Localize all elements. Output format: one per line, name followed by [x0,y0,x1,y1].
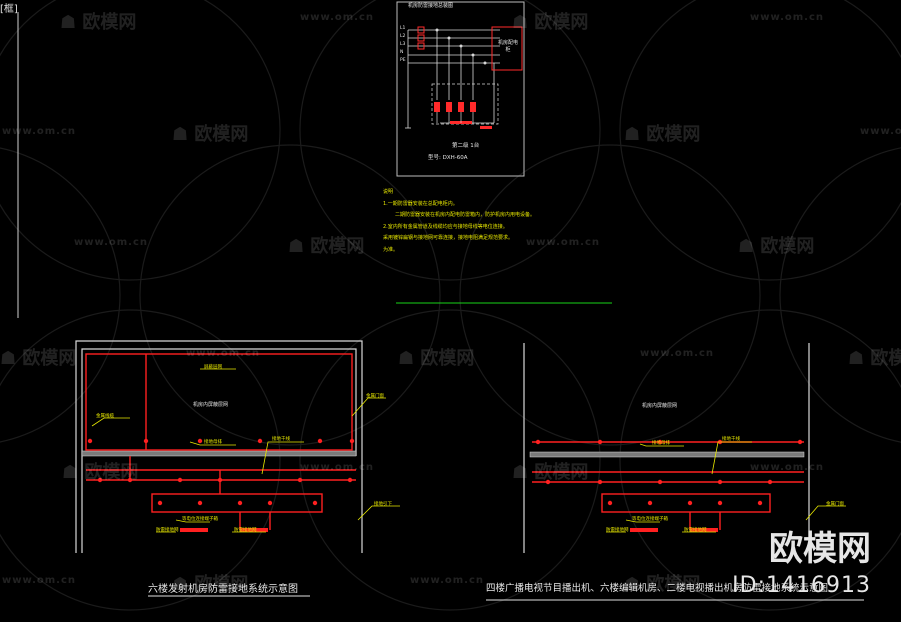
watermark-url: www.om.cn [300,462,375,473]
watermark-logo-text: 欧模网 [646,574,701,595]
plan-right-callout: 防雷接地网 [684,528,707,533]
watermark-url: www.om.cn [750,12,825,23]
watermark-url: www.om.cn [410,575,485,586]
watermark-logo-icon: ☗ [398,348,415,369]
watermark-logo-text: 欧模网 [420,348,475,369]
brand-id: ID:1416913 [732,573,871,598]
notes-line: 1.一期防雷器安装在总配电柜内。 [383,200,458,207]
plan-left-callout: 接地引下 [374,502,392,507]
schematic-device-label: 机房配电柜 [497,40,518,53]
notes-line: 2.室内所有金属管道及线缆均应与接地母线等电位连接。 [383,223,508,230]
watermark-logo: ☗ 欧模网 [398,344,474,370]
watermark-logo-text: 欧模网 [534,12,589,33]
watermark-logo: ☗ 欧模网 [738,232,814,258]
plan-left-callout: 接地干线 [272,437,290,442]
watermark-url: www.om.cn [860,126,901,137]
watermark-logo: ☗ 欧模网 [0,344,76,370]
brand-logo-text: 欧模网 [769,529,871,569]
plan-left-callout: 防雷接地网 [156,528,179,533]
watermark-logo-icon: ☗ [512,12,529,33]
plan-right-callout: 接地母排 [652,441,670,446]
watermark-logo-icon: ☗ [60,12,77,33]
corner-tag: [框] [0,4,18,15]
watermark-logo: ☗ 欧模网 [288,232,364,258]
watermark-logo-text: 欧模网 [84,462,139,483]
plan-right-callout: 金属门窗 [826,502,844,507]
watermark-url: www.om.cn [640,348,715,359]
plan-right-callout: 防雷接地网 [606,528,629,533]
watermark-logo: ☗ 欧模网 [172,120,248,146]
watermark-logo-text: 欧模网 [194,574,249,595]
bus-label: N [400,50,404,55]
bus-label: L3 [400,42,406,47]
plan-left-callout: 防雷接地网 [234,528,257,533]
plan-left-callout: 接地母排 [204,440,222,445]
plan-left-room-label: 机房内屏蔽层网 [193,402,229,408]
watermark-logo-icon: ☗ [624,574,641,595]
watermark-url: www.om.cn [750,462,825,473]
watermark-logo-icon: ☗ [738,236,755,257]
plan-left-callout: 金属线缆 [96,414,114,419]
watermark-logo-text: 欧模网 [22,348,77,369]
plan-right-drawing [486,343,864,601]
watermark-url: www.om.cn [300,12,375,23]
notes-line: 为准。 [383,246,399,253]
watermark-logo-icon: ☗ [62,462,79,483]
watermark-url: www.om.cn [2,575,77,586]
watermark-url: www.om.cn [526,237,601,248]
plan-right-room-label: 机房内屏蔽层网 [642,403,678,409]
watermark-logo: ☗ 欧模网 [512,8,588,34]
notes-line: 采用镀锌扁钢与接地网可靠连接，接地电阻满足规范要求。 [383,235,514,241]
plan-left-drawing [75,340,400,597]
schematic-panel [396,1,525,177]
watermark-logo-text: 欧模网 [194,124,249,145]
plan-right-callout: 接地干线 [722,437,740,442]
plan-left-caption: 六楼发射机房防雷接地系统示意图 [148,584,298,595]
watermark-logo-icon: ☗ [172,574,189,595]
schematic-line2: 型号: DXH-60A [428,155,468,161]
watermark-logo-text: 欧模网 [534,462,589,483]
notes-heading: 说明 [383,189,394,195]
plan-left-callout: 金属门窗 [366,394,384,399]
watermark-logo-icon: ☗ [0,348,17,369]
plan-left-callout: 等电位连接端子箱 [182,517,218,522]
watermark-logo-text: 欧模网 [310,236,365,257]
watermark-logo: ☗ 欧模网 [624,120,700,146]
schematic-bus-labels: L1 L2 L3 N PE [400,26,412,66]
watermark-logo-text: 欧模网 [760,236,815,257]
plan-right-caption: 四楼广播电视节目播出机、六楼编辑机房、二楼电视播出机房防雷接地系统示意图 [486,583,829,594]
notes-block: 说明 1.一期防雷器安装在总配电柜内。 二期防雷器安装在机房内配电防雷箱内，防护… [383,187,603,256]
bus-label: PE [400,58,406,63]
watermark-logo: ☗ 欧模网 [62,458,138,484]
schematic-line1: 第二级 1台 [452,143,480,149]
bus-label: L1 [400,26,406,31]
watermark-logo-icon: ☗ [624,124,641,145]
watermark-url: www.om.cn [186,348,261,359]
watermark-url: www.om.cn [74,237,149,248]
watermark-logo-icon: ☗ [848,348,865,369]
watermark-logo: ☗ 欧模网 [172,570,248,596]
watermark-logo-icon: ☗ [172,124,189,145]
watermark-logo-text: 欧模网 [82,12,137,33]
notes-line: 二期防雷器安装在机房内配电防雷箱内，防护机房内用电设备。 [395,212,536,218]
watermark-logo-icon: ☗ [288,236,305,257]
bus-label: L2 [400,34,406,39]
watermark-logo: ☗ 欧模网 [848,344,901,370]
plan-right-callout: 等电位连接端子箱 [632,517,668,522]
watermark-logo-icon: ☗ [512,462,529,483]
watermark-logo: ☗ 欧模网 [624,570,700,596]
watermark-logo-text: 欧模网 [646,124,701,145]
watermark-url: www.om.cn [2,126,77,137]
watermark-logo: ☗ 欧模网 [60,8,136,34]
watermark-logo-text: 欧模网 [870,348,901,369]
schematic-title: 机房防雷接地总装图 [408,3,454,9]
watermark-logo: ☗ 欧模网 [512,458,588,484]
plan-left-callout: 屏蔽层网 [204,365,222,370]
